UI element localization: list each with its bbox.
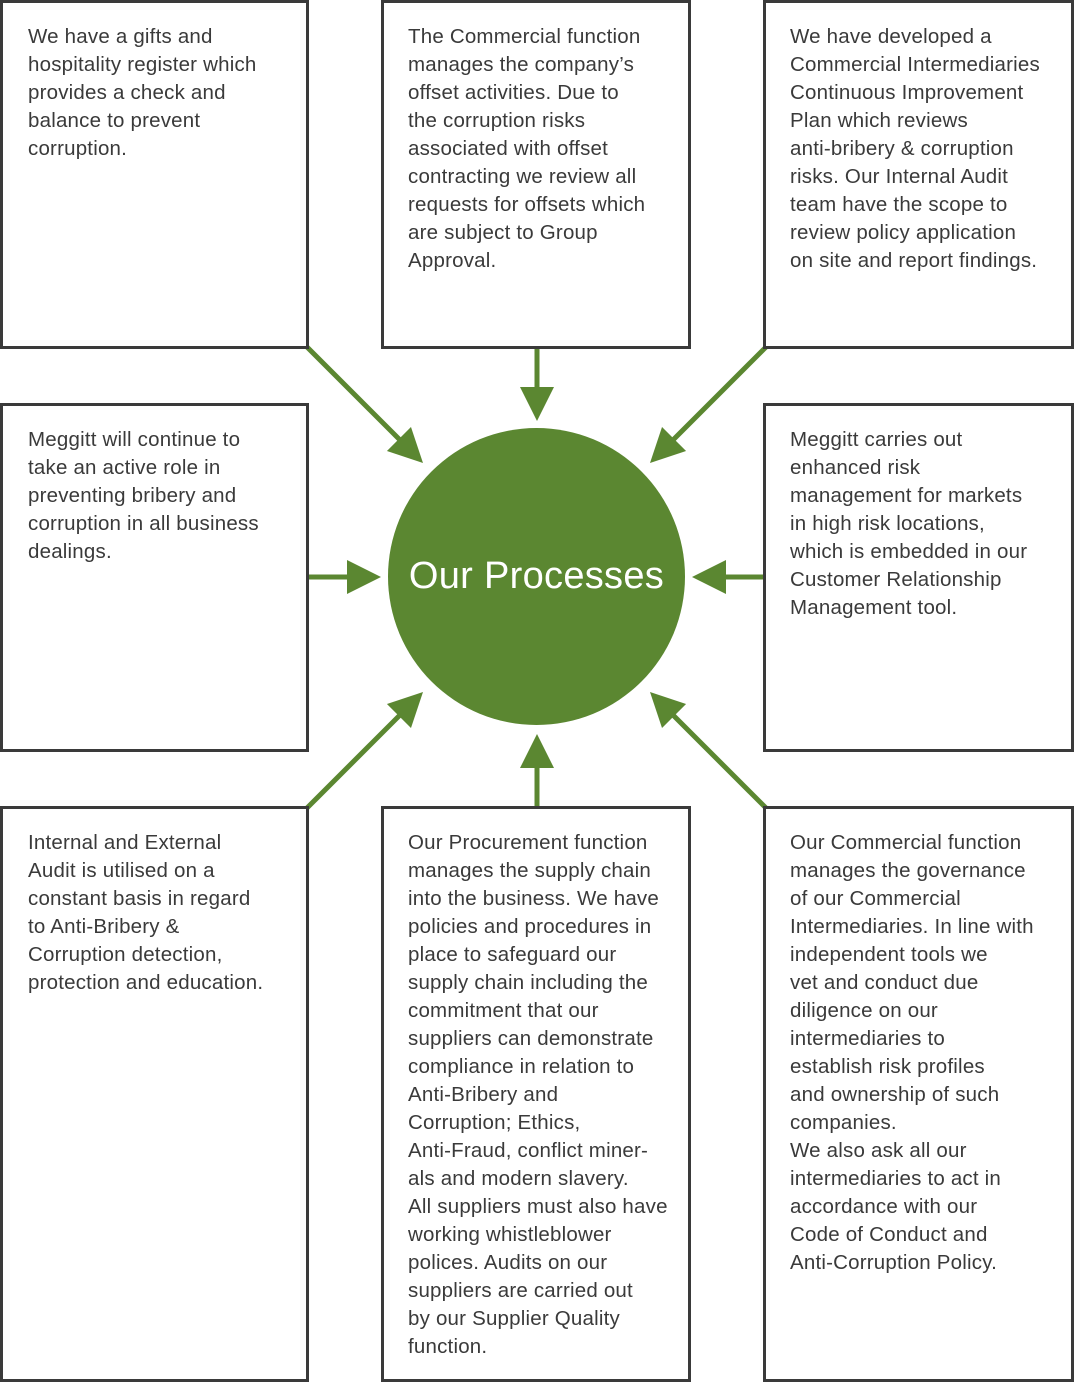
box-commercial-governance: Our Commercial function manages the gove… [763,806,1074,1382]
center-circle [388,428,685,725]
arrow-from-top-left-head [386,426,423,463]
box-gifts-register: We have a gifts and hospitality register… [0,0,309,349]
arrow-from-bottom-right-head [650,692,687,729]
box-procurement: Our Procurement function manages the sup… [381,806,691,1382]
box-gifts-register-text: We have a gifts and hospitality register… [28,25,257,160]
arrow-from-top-center-head [520,387,554,421]
box-procurement-text: Our Procurement function manages the sup… [408,831,668,1358]
arrow-from-bottom-left-head [386,692,423,729]
arrow-from-middle-left-head [347,560,381,594]
box-improvement-plan: We have developed a Commercial Intermedi… [763,0,1074,349]
box-offset-activities: The Commercial function manages the comp… [381,0,691,349]
arrow-from-bottom-left [305,692,423,810]
box-offset-activities-text: The Commercial function manages the comp… [408,25,646,272]
arrow-from-bottom-right-shaft [670,712,768,810]
arrow-from-top-left [305,345,423,463]
arrow-from-top-center [520,349,554,421]
box-risk-management: Meggitt carries out enhanced risk manage… [763,403,1074,752]
arrow-from-bottom-left-shaft [305,712,403,810]
arrow-from-middle-right-head [692,560,726,594]
arrow-from-top-right-head [650,426,687,463]
box-active-role: Meggitt will continue to take an active … [0,403,309,752]
box-risk-management-text: Meggitt carries out enhanced risk manage… [790,428,1028,619]
arrow-from-top-left-shaft [305,345,403,443]
box-audit-text: Internal and External Audit is utilised … [28,831,264,994]
center-label: Our Processes [408,555,665,597]
arrow-from-top-right [650,345,768,463]
arrow-from-top-right-shaft [670,345,768,443]
box-active-role-text: Meggitt will continue to take an active … [28,428,259,563]
arrow-from-middle-left [309,560,381,594]
arrow-from-bottom-center [520,734,554,806]
arrow-from-bottom-right [650,692,768,810]
arrow-from-middle-right [692,560,764,594]
box-improvement-plan-text: We have developed a Commercial Intermedi… [790,25,1040,272]
box-audit: Internal and External Audit is utilised … [0,806,309,1382]
arrow-from-bottom-center-head [520,734,554,768]
box-commercial-governance-text: Our Commercial function manages the gove… [790,831,1034,1274]
